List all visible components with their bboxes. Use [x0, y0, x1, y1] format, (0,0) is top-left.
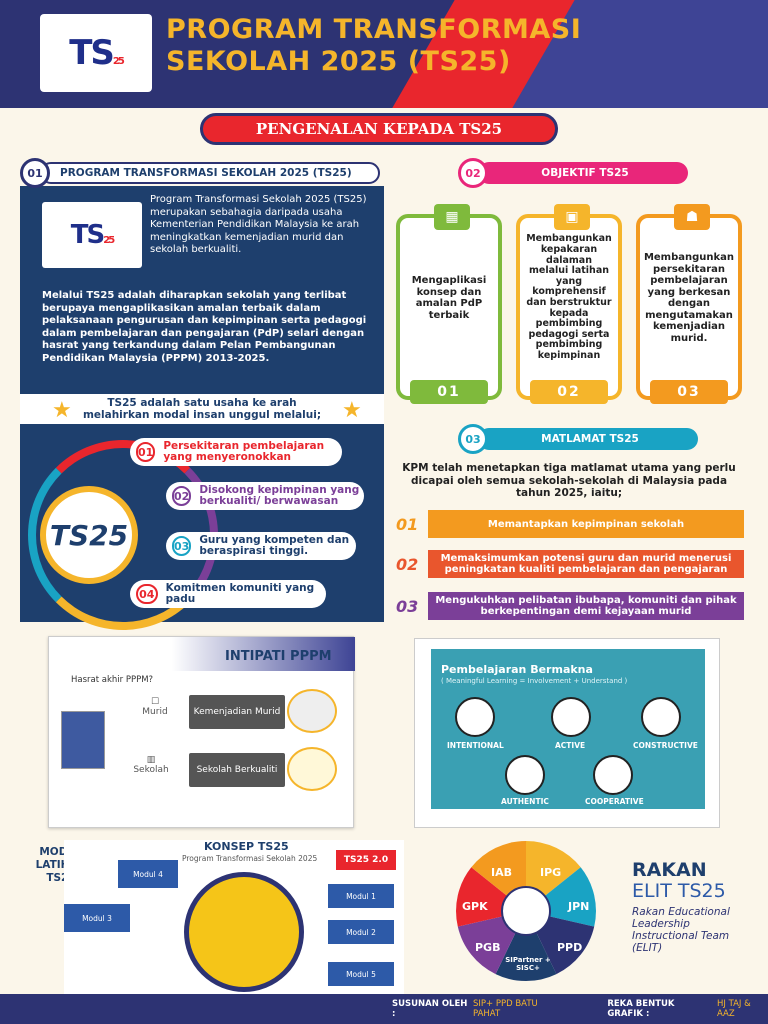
pembelajaran-card: Pembelajaran Bermakna ( Meaningful Learn…	[414, 638, 720, 828]
students-icon: ☗	[674, 204, 710, 230]
star-icon: ★	[342, 398, 362, 423]
pppm-row2-box: Sekolah Berkualiti	[189, 753, 285, 787]
ts25-center: TS25	[40, 486, 138, 584]
modul-box: Modul 3	[64, 904, 130, 932]
goal-row: 02 Memaksimumkan potensi guru dan murid …	[396, 550, 744, 578]
konsep-circle	[184, 872, 304, 992]
rakan-title: RAKAN ELIT TS25 Rakan Educational Leader…	[632, 859, 730, 954]
point-item: 04 Komitmen komuniti yang padu	[130, 580, 326, 608]
program-band: TS25 adalah satu usaha ke arah melahirka…	[20, 394, 384, 424]
pppm-title: INTIPATI PPPM	[225, 649, 332, 664]
program-panel: TS25 Program Transformasi Sekolah 2025 (…	[20, 186, 384, 630]
segment-pgb: PGB	[475, 941, 501, 954]
group-icon	[593, 755, 633, 795]
pb-title: Pembelajaran Bermakna	[441, 663, 593, 676]
program-detail-text: Melalui TS25 adalah diharapkan sekolah y…	[42, 290, 367, 364]
checklist-icon	[641, 697, 681, 737]
segment-ipg: IPG	[540, 866, 562, 879]
modul-box: Modul 5	[328, 962, 394, 986]
section2-number: 02	[458, 158, 488, 188]
footer: SUSUNAN OLEH :SIP+ PPD BATU PAHAT REKA B…	[0, 994, 768, 1024]
point-item: 01 Persekitaran pembelajaran yang menyer…	[130, 438, 342, 466]
segment-iab: IAB	[491, 866, 512, 879]
chart-icon	[455, 697, 495, 737]
section2-tag: 02 OBJEKTIF TS25	[458, 158, 688, 188]
pppm-card: INTIPATI PPPM Hasrat akhir PPPM? ☐Murid …	[48, 636, 355, 828]
program-intro-text: Program Transformasi Sekolah 2025 (TS25)…	[150, 194, 367, 255]
training-icon: ▣	[554, 204, 590, 230]
section1-title: PROGRAM TRANSFORMASI SEKOLAH 2025 (TS25)	[40, 162, 380, 184]
ts20-badge: TS25 2.0	[336, 850, 396, 870]
modul-box: Modul 4	[118, 860, 178, 888]
ts25-logo: TS25	[40, 14, 152, 92]
pb-subtitle: ( Meaningful Learning = Involvement + Un…	[441, 677, 628, 685]
rakan-wheel	[456, 841, 596, 982]
presentation-icon: ▦	[434, 204, 470, 230]
section3-tag: 03 MATLAMAT TS25	[458, 424, 698, 454]
pppm-question: Hasrat akhir PPPM?	[71, 675, 154, 685]
matlamat-intro: KPM telah menetapkan tiga matlamat utama…	[402, 462, 736, 499]
section3-number: 03	[458, 424, 488, 454]
segment-jpn: JPN	[568, 900, 590, 913]
header: TS25 PROGRAM TRANSFORMASI SEKOLAH 2025 (…	[0, 0, 768, 108]
pppm-book-image	[61, 711, 105, 769]
segment-gpk: GPK	[462, 900, 488, 913]
segment-sipartner: SIPartner + SISC+	[505, 956, 551, 972]
ts25-logo-small: TS25	[42, 202, 142, 268]
runner-icon	[551, 697, 591, 737]
page-title: PROGRAM TRANSFORMASI SEKOLAH 2025 (TS25)	[166, 14, 582, 77]
objective-card: ▣ Membangunkan kepakaran dalaman melalui…	[516, 204, 622, 404]
section3-title: MATLAMAT TS25	[478, 428, 698, 450]
modul-card: KONSEP TS25 Program Transformasi Sekolah…	[64, 840, 404, 1008]
point-item: 03 Guru yang kompeten dan beraspirasi ti…	[166, 532, 356, 560]
section2-title: OBJEKTIF TS25	[478, 162, 688, 184]
pppm-emblem-2	[287, 747, 337, 791]
fingerprint-icon	[505, 755, 545, 795]
pppm-row1-label: ☐Murid	[142, 697, 168, 717]
pppm-row1-box: Kemenjadian Murid	[189, 695, 285, 729]
section1-tag: 01 PROGRAM TRANSFORMASI SEKOLAH 2025 (TS…	[20, 158, 380, 188]
goal-row: 01 Memantapkan kepimpinan sekolah	[396, 510, 744, 538]
segment-ppd: PPD	[557, 941, 583, 954]
modul-box: Modul 2	[328, 920, 394, 944]
modul-box: Modul 1	[328, 884, 394, 908]
goal-row: 03 Mengukuhkan pelibatan ibubapa, komuni…	[396, 592, 744, 620]
pppm-row2-label: ▥Sekolah	[133, 755, 169, 775]
objective-card: ☗ Membangunkan persekitaran pembelajaran…	[636, 204, 742, 404]
pppm-emblem-1	[287, 689, 337, 733]
section1-number: 01	[20, 158, 50, 188]
intro-banner: PENGENALAN KEPADA TS25	[200, 113, 558, 145]
point-item: 02 Disokong kepimpinan yang berkualiti/ …	[166, 482, 364, 510]
objective-card: ▦ Mengaplikasi konsep dan amalan PdP ter…	[396, 204, 502, 404]
star-icon: ★	[52, 398, 72, 423]
